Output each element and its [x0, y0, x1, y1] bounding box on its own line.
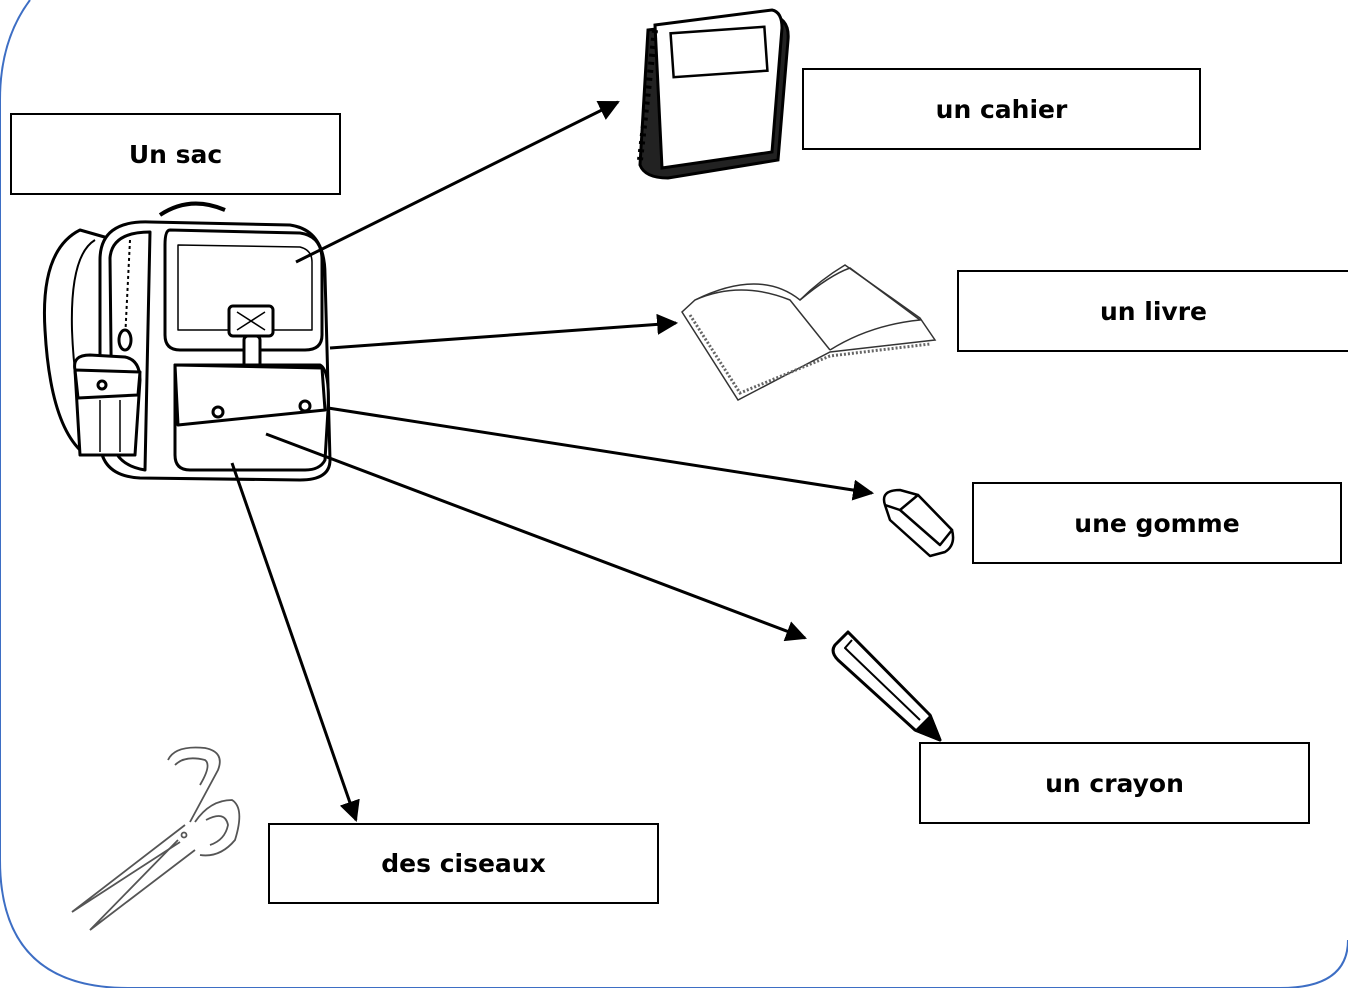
- arrow-to-pencil: [265, 432, 807, 642]
- label-ciseaux: des ciseaux: [268, 823, 659, 904]
- label-cahier: un cahier: [802, 68, 1201, 150]
- arrow-to-eraser: [327, 406, 875, 501]
- label-sac-text: Un sac: [128, 139, 223, 169]
- pencil-icon: [831, 630, 942, 742]
- arrow-to-book: [329, 313, 679, 350]
- label-crayon: un crayon: [919, 742, 1310, 824]
- eraser-icon: [882, 488, 955, 558]
- label-crayon-text: un crayon: [1045, 768, 1184, 798]
- label-gomme: une gomme: [972, 482, 1342, 564]
- notebook-icon: [637, 8, 790, 180]
- arrows: [230, 100, 875, 822]
- scissors-icon: [71, 746, 241, 931]
- label-livre: un livre: [957, 270, 1348, 352]
- label-ciseaux-text: des ciseaux: [381, 849, 546, 878]
- book-icon: [681, 264, 937, 401]
- label-gomme-text: une gomme: [1074, 508, 1240, 538]
- backpack-icon: [42, 201, 332, 482]
- label-sac: Un sac: [10, 113, 341, 195]
- label-livre-text: un livre: [1099, 296, 1208, 326]
- label-cahier-text: un cahier: [935, 94, 1068, 124]
- arrow-to-scissors: [230, 462, 360, 822]
- arrow-to-notebook: [295, 100, 620, 264]
